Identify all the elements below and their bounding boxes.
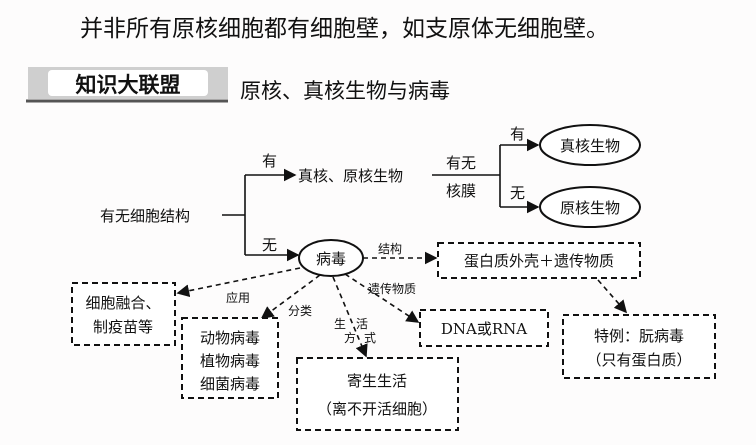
class-item: 动物病毒 bbox=[200, 329, 260, 347]
application-box bbox=[71, 282, 176, 346]
eukaryote-ellipse bbox=[539, 124, 641, 166]
prokaryote-node: 原核生物 bbox=[560, 199, 620, 217]
structure-node: 蛋白质外壳＋遗传物质 bbox=[464, 252, 614, 270]
badge-inner bbox=[48, 70, 208, 96]
life-line2: （离不开活细胞） bbox=[317, 400, 437, 418]
root-connector bbox=[222, 175, 246, 255]
label-classify: 分类 bbox=[288, 304, 312, 318]
label-no: 无 bbox=[262, 236, 277, 254]
label-life: 方 bbox=[344, 330, 356, 345]
class-item: 细菌病毒 bbox=[200, 375, 260, 393]
badge: 知识大联盟 bbox=[76, 73, 181, 97]
label-application: 应用 bbox=[226, 290, 250, 305]
genetic-node: DNA或RNA bbox=[441, 320, 527, 338]
structure-box bbox=[437, 242, 641, 279]
label-no2: 无 bbox=[510, 184, 525, 202]
class-item: 植物病毒 bbox=[200, 352, 260, 370]
nuclear-q1: 有无 bbox=[446, 154, 476, 172]
special-line1: 特例：朊病毒 bbox=[594, 327, 684, 345]
label-yes: 有 bbox=[262, 152, 277, 170]
label-life: 生 bbox=[334, 317, 346, 331]
application-line2: 制疫苗等 bbox=[93, 318, 153, 336]
eukaryote-node: 真核生物 bbox=[560, 137, 620, 155]
top-note: 并非所有原核细胞都有细胞壁，如支原体无细胞壁。 bbox=[80, 16, 609, 42]
classes-box bbox=[181, 317, 279, 399]
virus-node: 病毒 bbox=[316, 250, 346, 268]
nuclear-connector bbox=[432, 145, 501, 207]
label-life: 活 bbox=[356, 317, 368, 331]
arrow-special bbox=[597, 279, 628, 314]
label-structure: 结构 bbox=[378, 241, 402, 256]
genetic-box bbox=[419, 309, 549, 347]
arrow-classify bbox=[260, 274, 321, 319]
label-life: 式 bbox=[364, 331, 376, 345]
arrow-application bbox=[176, 267, 301, 298]
special-line2: （只有蛋白质） bbox=[586, 351, 691, 369]
root-node: 有无细胞结构 bbox=[100, 207, 190, 225]
prokaryote-ellipse bbox=[539, 186, 641, 228]
arrow-genetic bbox=[344, 273, 420, 323]
life-box bbox=[296, 357, 459, 431]
cellular-node: 真核、原核生物 bbox=[298, 167, 403, 185]
label-yes2: 有 bbox=[510, 125, 525, 143]
label-genetic: 遗传物质 bbox=[368, 281, 416, 296]
life-line1: 寄生生活 bbox=[347, 372, 407, 390]
section-title: 原核、真核生物与病毒 bbox=[240, 79, 450, 103]
special-box bbox=[562, 314, 716, 379]
nuclear-q2: 核膜 bbox=[446, 182, 476, 200]
application-line1: 细胞融合、 bbox=[85, 294, 160, 312]
